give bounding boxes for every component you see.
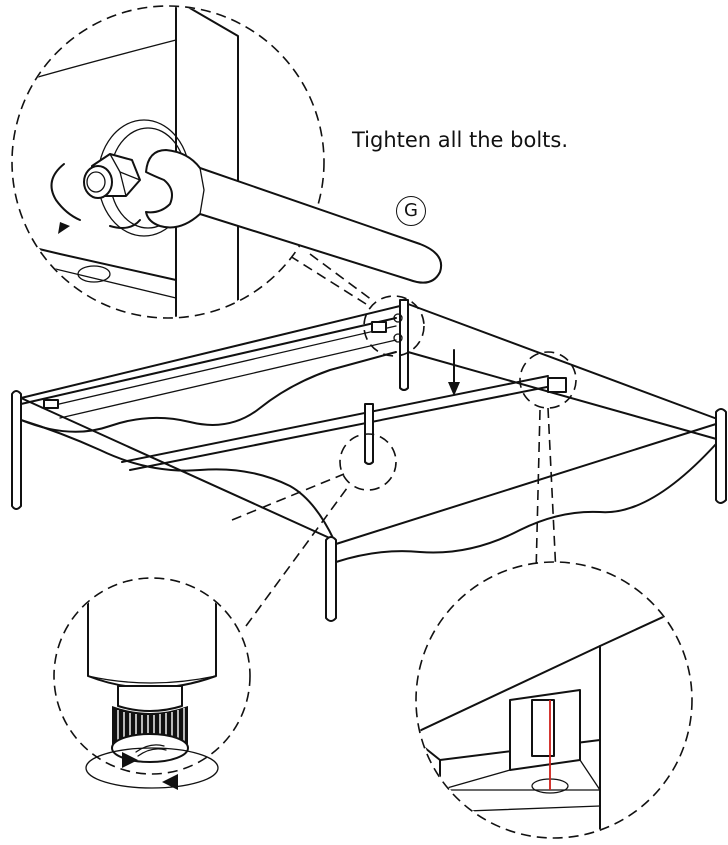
bolt-icon (531, 699, 555, 757)
callout-ring-bracket (519, 351, 577, 409)
callout-ring-bolts (363, 295, 425, 357)
bolt-icon (393, 333, 403, 343)
leg-right (715, 408, 727, 504)
adjustable-foot-icon (111, 685, 189, 763)
rotation-arrow-icon (85, 747, 219, 790)
instruction-text: Tighten all the bolts. (352, 128, 569, 152)
leg-front-center (325, 536, 337, 622)
wrench-icon (145, 149, 442, 284)
detail-bolt-tightening (11, 5, 442, 319)
detail-bracket-alignment (415, 561, 693, 839)
part-label-badge: G (396, 196, 426, 226)
rotation-arrow-icon (50, 163, 141, 234)
bolt-icon (83, 153, 141, 199)
bed-frame (11, 299, 727, 622)
detail-adjustable-foot (53, 577, 251, 790)
bracket-right (547, 377, 567, 393)
back-leg-center (399, 299, 409, 391)
callout-ring-foot (339, 433, 397, 491)
bracket-back (371, 321, 387, 333)
down-arrow-icon (448, 349, 460, 396)
bracket-left (43, 399, 59, 409)
leg-left (11, 390, 22, 510)
bolt-icon (393, 313, 403, 323)
